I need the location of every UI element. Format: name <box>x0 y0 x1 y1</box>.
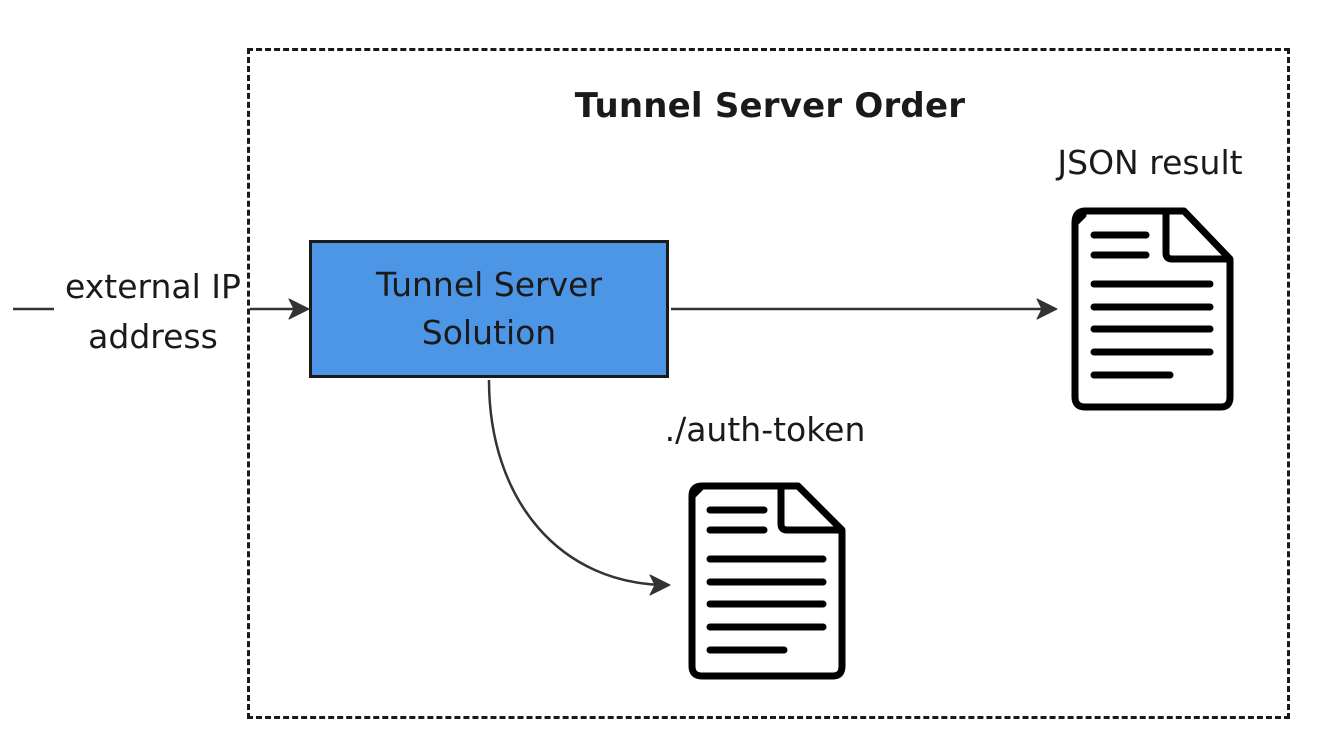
tunnel-server-solution-box[interactable]: Tunnel Server Solution <box>309 240 669 378</box>
json-result-document-icon <box>1071 207 1234 411</box>
auth-token-document-icon <box>688 482 846 680</box>
diagram-title: Tunnel Server Order <box>574 86 966 126</box>
external-ip-address-label: external IP address <box>65 267 241 356</box>
auth-token-label: ./auth-token <box>664 410 866 449</box>
tunnel-server-solution-label: Tunnel Server Solution <box>375 265 603 352</box>
auth-token-arrow <box>487 379 671 596</box>
json-result-label: JSON result <box>1057 143 1243 182</box>
tunnel-server-order-boundary <box>247 48 1290 719</box>
